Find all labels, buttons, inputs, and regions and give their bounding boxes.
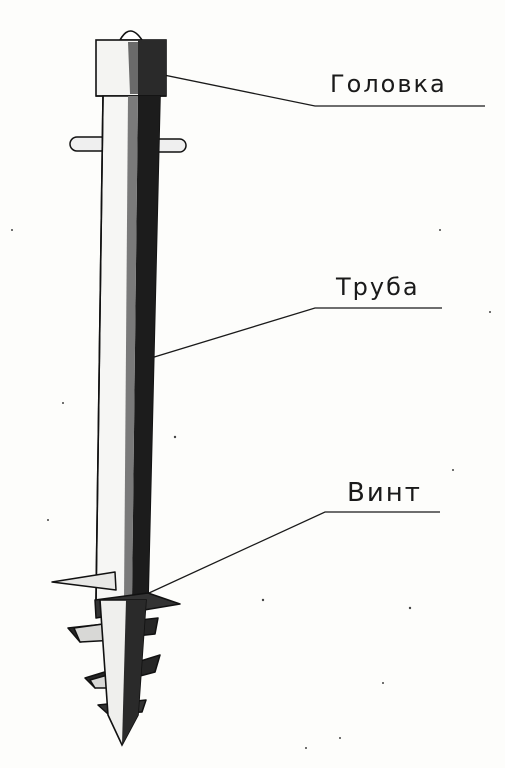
leader-lines [111,65,485,611]
leader-line-head [119,65,485,107]
label-screw: Винт [347,478,422,508]
leader-line-pipe [117,307,442,369]
leader-line-screw [111,511,440,611]
pile-head [95,30,167,97]
pile-pipe [95,95,161,601]
paper-specks [11,229,491,749]
label-pipe: Труба [336,273,420,301]
screw-tip [99,599,147,747]
label-head: Головка [330,70,447,98]
